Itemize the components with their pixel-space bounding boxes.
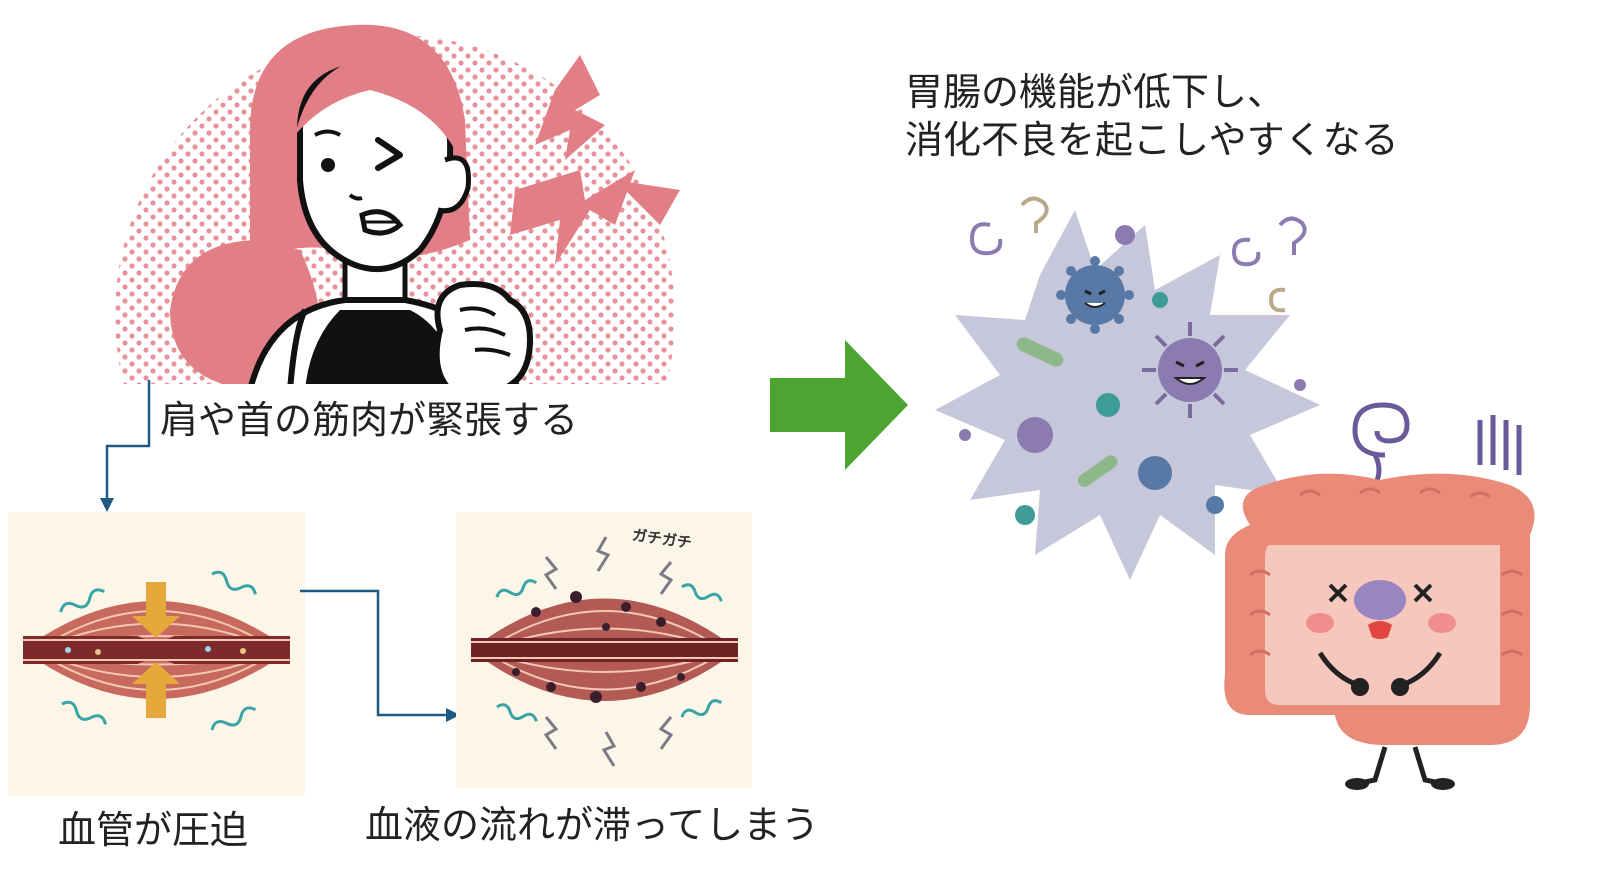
- germ-cloud-icon: [935, 196, 1320, 580]
- sick-intestine-icon: [1224, 402, 1535, 790]
- label-blood-stagnates: 血液の流れが滞ってしまう: [365, 803, 820, 847]
- label-vessel-compressed: 血管が圧迫: [58, 808, 249, 852]
- panel-vessel-compressed: [8, 512, 305, 796]
- connector-arrow-right: [300, 589, 460, 722]
- label-digestion-line2: 消化不良を起こしやすくなる: [905, 118, 1399, 162]
- connector-arrow-down: [100, 380, 151, 512]
- woman-shoulder-pain-icon: [115, 24, 675, 384]
- panel-blood-stagnates: ガチガチ: [456, 512, 752, 788]
- right-arrow-icon: [770, 340, 908, 470]
- label-digestion-line1: 胃腸の機能が低下し、: [905, 70, 1286, 114]
- compressed-muscle-icon: [23, 570, 290, 731]
- label-shoulder-tension: 肩や首の筋肉が緊張する: [160, 398, 579, 442]
- pain-lightning-icon: [510, 55, 680, 265]
- stiff-muscle-icon: [471, 536, 738, 767]
